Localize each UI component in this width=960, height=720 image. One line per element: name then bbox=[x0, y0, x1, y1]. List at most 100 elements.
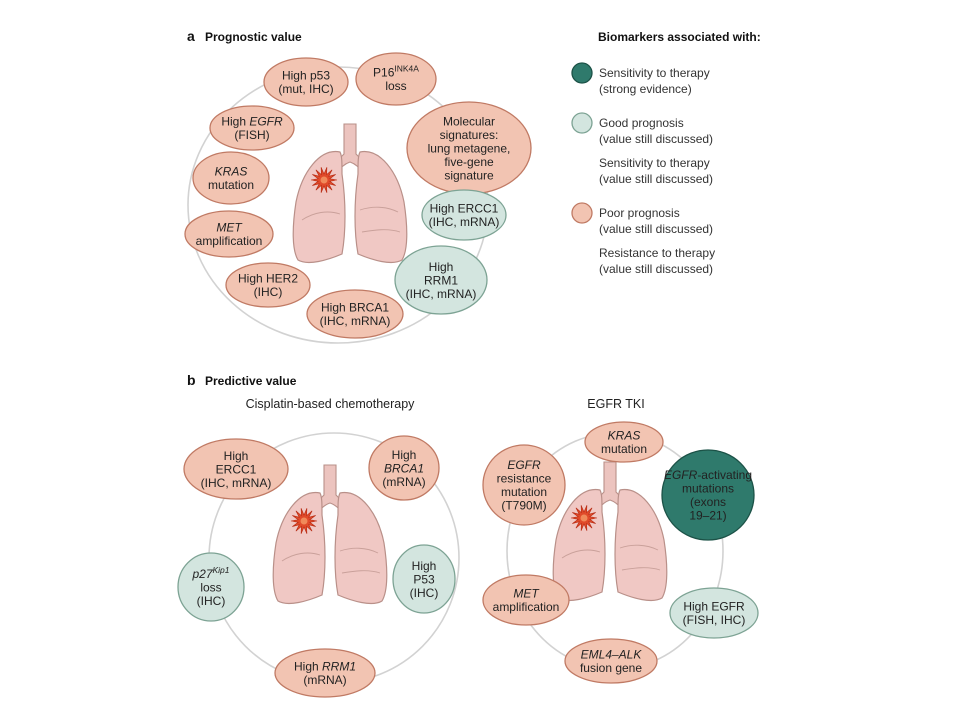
panel-b-letter: b bbox=[187, 372, 196, 388]
biomarker-tki-high-egfr-label: High EGFR(FISH, IHC) bbox=[683, 600, 746, 628]
biomarker-high-ercc1-shape bbox=[421, 189, 507, 241]
biomarker-met-amplification-shape bbox=[184, 210, 274, 258]
biomarker-cis-high-p53-shape bbox=[392, 544, 456, 614]
lung-fissure-line bbox=[621, 567, 661, 571]
legend-label-good: Good prognosis(value still discussed)Sen… bbox=[599, 116, 713, 186]
biomarker-tki-high-egfr: High EGFR(FISH, IHC) bbox=[669, 587, 759, 639]
biomarker-high-p53-label: High p53(mut, IHC) bbox=[278, 69, 333, 97]
biomarker-cis-high-brca1-shape bbox=[368, 435, 440, 501]
biomarker-kras-mutation-shape bbox=[192, 151, 270, 205]
legend-item-strong: Sensitivity to therapy(strong evidence) bbox=[571, 62, 710, 96]
legend-swatch-poor bbox=[571, 202, 593, 224]
legend: Sensitivity to therapy(strong evidence) G… bbox=[571, 62, 715, 276]
panel-a-biomarkers: High p53(mut, IHC) P16INK4A​lossMolecular… bbox=[184, 52, 532, 339]
biomarker-cis-high-rrm1-shape bbox=[274, 648, 376, 698]
legend-label-strong: Sensitivity to therapy(strong evidence) bbox=[599, 66, 710, 96]
lung-fissure-line bbox=[361, 229, 401, 233]
tumor-core-icon bbox=[300, 517, 308, 525]
biomarker-tki-eml4-alk-shape bbox=[564, 638, 658, 684]
biomarker-high-ercc1-label: High ERCC1(IHC, mRNA) bbox=[429, 202, 500, 230]
biomarker-cis-p27-loss: p27Kip1​loss(IHC) bbox=[177, 552, 245, 622]
biomarker-high-her2-label: High HER2(IHC) bbox=[238, 272, 298, 300]
biomarker-high-her2: High HER2(IHC) bbox=[225, 262, 311, 308]
tumor-core-icon bbox=[320, 176, 328, 184]
tumor-core-icon bbox=[580, 514, 588, 522]
panel-a-letter: a bbox=[187, 28, 195, 44]
biomarker-cis-p27-loss-label: p27Kip1​loss(IHC) bbox=[191, 565, 229, 608]
panel-b-left-lungs-icon bbox=[272, 464, 388, 605]
panel-b-right-lungs-icon bbox=[552, 461, 668, 602]
biomarker-high-brca1: High BRCA1(IHC, mRNA) bbox=[306, 289, 404, 339]
legend-item-good: Good prognosis(value still discussed)Sen… bbox=[571, 112, 713, 186]
legend-item-poor: Poor prognosis(value still discussed)Res… bbox=[571, 202, 715, 276]
biomarker-tki-egfr-activating-shape bbox=[661, 449, 755, 541]
lung-fissure-line bbox=[339, 547, 379, 554]
panel-b-title: Predictive value bbox=[205, 374, 297, 388]
biomarker-tki-egfr-resistance-shape bbox=[482, 444, 566, 526]
biomarker-high-brca1-shape bbox=[306, 289, 404, 339]
biomarker-high-p53-shape bbox=[263, 57, 349, 107]
biomarker-high-rrm1-shape bbox=[394, 245, 488, 315]
lung-fissure-line bbox=[281, 552, 321, 562]
biomarker-high-egfr-fish-label: High EGFR(FISH) bbox=[221, 115, 283, 143]
biomarker-high-p53: High p53(mut, IHC) bbox=[263, 57, 349, 107]
legend-swatch-strong bbox=[571, 62, 593, 84]
biomarker-tki-kras-mutation-shape bbox=[584, 421, 664, 463]
biomarker-cis-high-ercc1-shape bbox=[183, 438, 289, 500]
biomarker-cis-p27-loss-shape bbox=[177, 552, 245, 622]
left-lung-shape bbox=[292, 151, 346, 264]
biomarker-high-egfr-fish: High EGFR(FISH) bbox=[209, 105, 295, 151]
biomarker-p16-loss-shape bbox=[355, 52, 437, 106]
lung-fissure-line bbox=[341, 570, 381, 574]
lung-fissure-line bbox=[359, 206, 399, 213]
biomarker-p16-loss-label: P16INK4A​loss bbox=[373, 64, 419, 94]
biomarker-high-her2-shape bbox=[225, 262, 311, 308]
biomarker-high-brca1-label: High BRCA1(IHC, mRNA) bbox=[320, 301, 391, 329]
panel-a-title: Prognostic value bbox=[205, 30, 302, 44]
egfr-tki-subtitle: EGFR TKI bbox=[587, 397, 644, 411]
lung-fissure-line bbox=[561, 549, 601, 559]
biomarker-tki-met-amplification-shape bbox=[482, 574, 570, 626]
legend-swatch-good bbox=[571, 112, 593, 134]
lung-fissure-line bbox=[301, 211, 341, 221]
biomarker-cis-high-rrm1-label: High RRM1(mRNA) bbox=[294, 660, 356, 688]
lung-fissure-line bbox=[619, 544, 659, 551]
left-lung-shape bbox=[272, 492, 326, 605]
cisplatin-subtitle: Cisplatin-based chemotherapy bbox=[246, 397, 416, 411]
legend-title: Biomarkers associated with: bbox=[598, 30, 761, 44]
biomarker-p16-loss: P16INK4A​loss bbox=[355, 52, 437, 106]
biomarker-high-egfr-fish-shape bbox=[209, 105, 295, 151]
biomarker-high-ercc1: High ERCC1(IHC, mRNA) bbox=[421, 189, 507, 241]
biomarker-cis-high-rrm1: High RRM1(mRNA) bbox=[274, 648, 376, 698]
panel-a-lungs-icon bbox=[292, 123, 408, 264]
legend-label-poor: Poor prognosis(value still discussed)Res… bbox=[599, 206, 715, 276]
left-lung-shape bbox=[552, 489, 606, 602]
